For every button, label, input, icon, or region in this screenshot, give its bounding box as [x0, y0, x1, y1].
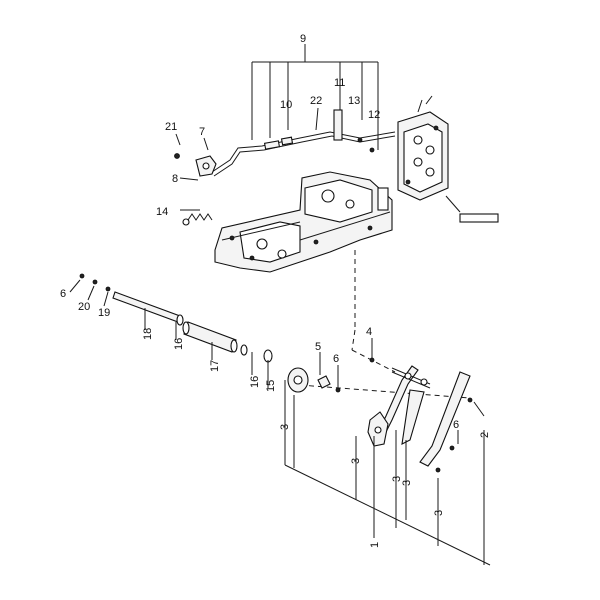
callout-2: 2 [479, 432, 491, 438]
valve-block [397, 95, 499, 223]
callout-labels: 1 2 3 3 3 3 3 4 5 6 6 6 7 8 9 10 11 12 1… [60, 33, 491, 548]
callout-13: 13 [348, 95, 360, 107]
callout-1: 1 [369, 542, 381, 548]
callout-17: 17 [209, 360, 221, 372]
callout-3b: 3 [350, 458, 362, 464]
callout-12: 12 [368, 109, 380, 121]
spring-14 [180, 209, 213, 226]
callout-6a: 6 [333, 353, 339, 365]
callout-20: 20 [78, 301, 90, 313]
dashed-connectors [299, 250, 471, 399]
callout-3c: 3 [391, 476, 403, 482]
lift-arm [287, 367, 341, 393]
callout-11: 11 [334, 77, 345, 89]
callout-16b: 16 [249, 376, 261, 388]
callout-8: 8 [172, 173, 178, 185]
main-housing [214, 171, 393, 273]
callout-3a: 3 [279, 424, 291, 430]
callout-5: 5 [315, 341, 321, 353]
callout-4: 4 [366, 326, 372, 338]
callout-16a: 16 [173, 338, 185, 350]
cross-shaft-assembly [69, 273, 273, 363]
callout-19: 19 [98, 307, 110, 319]
callout-3d: 3 [401, 480, 413, 486]
leader-lines [87, 107, 485, 444]
upper-linkage-rod [211, 109, 396, 177]
callout-18: 18 [142, 328, 154, 340]
callout-21: 21 [165, 121, 177, 133]
callout-9: 9 [300, 33, 306, 45]
callout-6b: 6 [453, 419, 459, 431]
callout-3e: 3 [433, 510, 445, 516]
callout-9-bracket [251, 44, 379, 150]
callout-6c: 6 [60, 288, 66, 300]
small-hardware-7-8-21 [174, 133, 217, 181]
callout-14: 14 [156, 206, 168, 218]
callout-15: 15 [265, 380, 277, 392]
callout-22: 22 [310, 95, 322, 107]
callout-7: 7 [199, 126, 205, 138]
callout-10: 10 [280, 99, 292, 111]
callout-3-brackets [284, 380, 491, 566]
control-levers [367, 357, 473, 473]
